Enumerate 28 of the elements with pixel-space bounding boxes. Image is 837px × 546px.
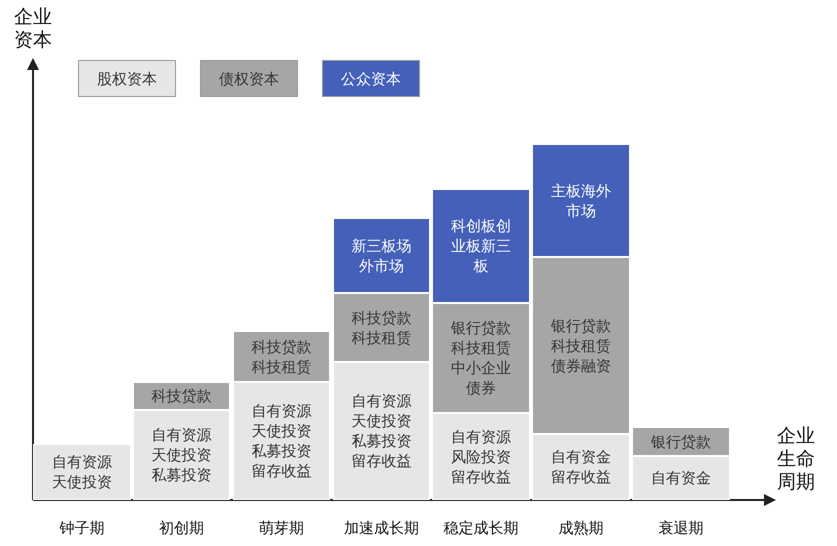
stage-label: 稳定成长期 bbox=[442, 518, 520, 539]
stage-label: 成熟期 bbox=[558, 518, 604, 539]
debt-capital-segment: 科技贷款科技租赁 bbox=[333, 293, 430, 362]
equity-capital-segment: 自有资金 bbox=[632, 456, 730, 500]
public-capital-segment: 主板海外市场 bbox=[532, 144, 630, 257]
equity-capital-segment: 自有资源天使投资私募投资留存收益 bbox=[233, 382, 330, 500]
equity-capital-segment: 自有资源天使投资私募投资留存收益 bbox=[333, 362, 430, 500]
y-axis-title: 企业资本 bbox=[12, 6, 53, 52]
legend-swatch: 公众资本 bbox=[322, 60, 420, 97]
equity-capital-segment: 自有资金留存收益 bbox=[532, 434, 630, 500]
stage-label: 初创期 bbox=[158, 518, 205, 539]
equity-capital-segment: 自有资源天使投资私募投资 bbox=[133, 410, 230, 500]
debt-capital-segment: 科技贷款 bbox=[133, 382, 230, 410]
debt-capital-segment: 科技贷款科技租赁 bbox=[233, 331, 330, 382]
equity-capital-segment: 自有资源风险投资留存收益 bbox=[432, 413, 530, 500]
stage-label: 衰退期 bbox=[658, 518, 704, 539]
debt-capital-segment: 银行贷款科技租赁中小企业债券 bbox=[432, 303, 530, 413]
legend-swatch: 股权资本 bbox=[78, 60, 176, 97]
stage-label: 加速成长期 bbox=[343, 518, 420, 539]
public-capital-segment: 科创板创业板新三板 bbox=[432, 189, 530, 303]
stage-label: 萌芽期 bbox=[258, 518, 305, 539]
equity-capital-segment: 自有资源天使投资 bbox=[33, 444, 131, 500]
stage-label: 钟子期 bbox=[58, 518, 106, 539]
debt-capital-segment: 银行贷款 bbox=[632, 427, 730, 456]
public-capital-segment: 新三板场外市场 bbox=[333, 218, 430, 293]
debt-capital-segment: 银行贷款科技租赁债券融资 bbox=[532, 257, 630, 434]
legend-swatch: 债权资本 bbox=[200, 60, 298, 97]
x-axis-title: 企业生命周期 bbox=[776, 425, 816, 494]
